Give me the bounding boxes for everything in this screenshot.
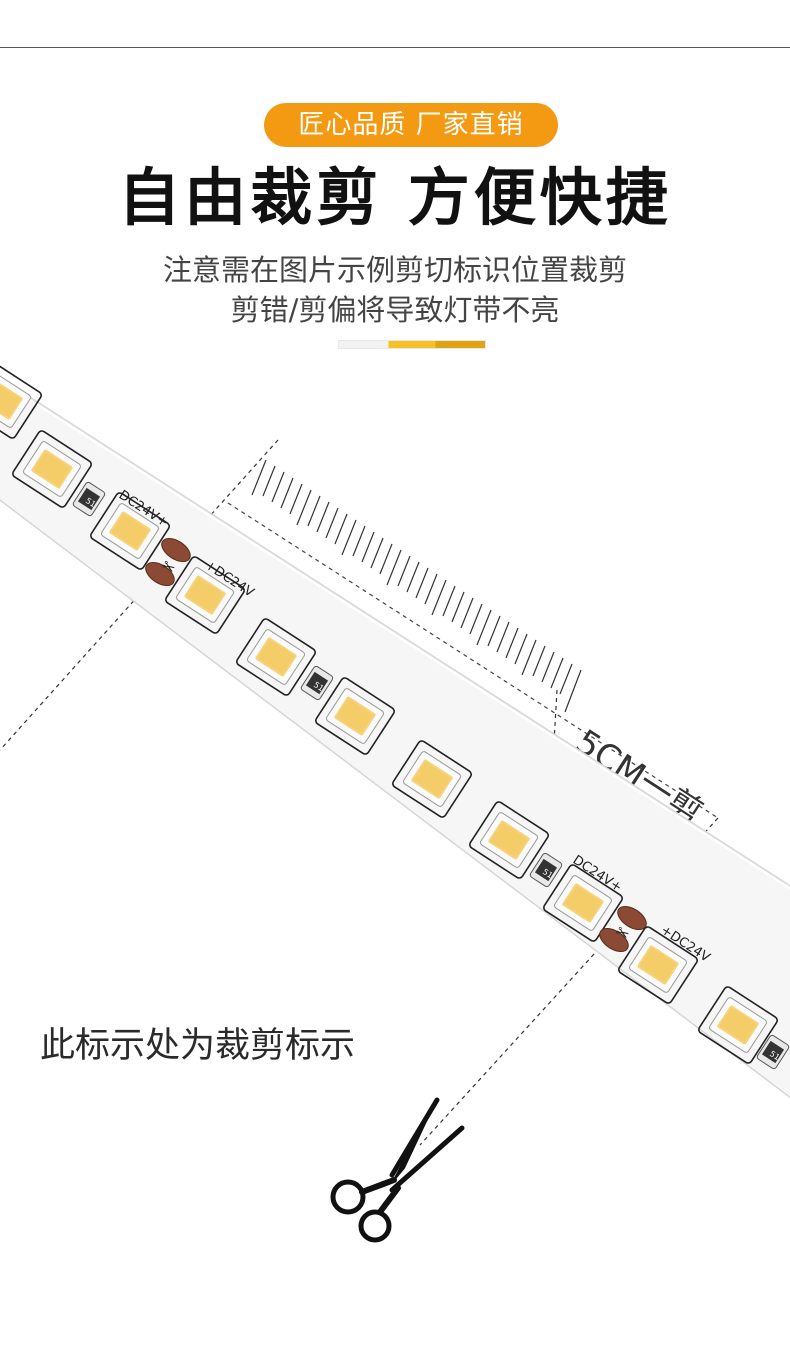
- ruler-ticks: [251, 459, 582, 713]
- led-strip: [0, 376, 790, 1099]
- cutting-note-line-1: 注意需在图片示例剪切标识位置裁剪: [162, 253, 627, 287]
- quality-badge: 匠心品质 厂家直销: [264, 103, 558, 147]
- scissors-icon: [330, 1097, 465, 1243]
- accent-bar: [338, 340, 486, 349]
- cut-mark-caption: 此标示处为裁剪标示: [40, 1026, 356, 1066]
- page-headline: 自由裁剪 方便快捷: [118, 161, 672, 234]
- cutting-note-line-2: 剪错/剪偏将导致灯带不亮: [230, 293, 560, 327]
- top-divider: [0, 47, 790, 48]
- ruler-baseline: [227, 502, 719, 819]
